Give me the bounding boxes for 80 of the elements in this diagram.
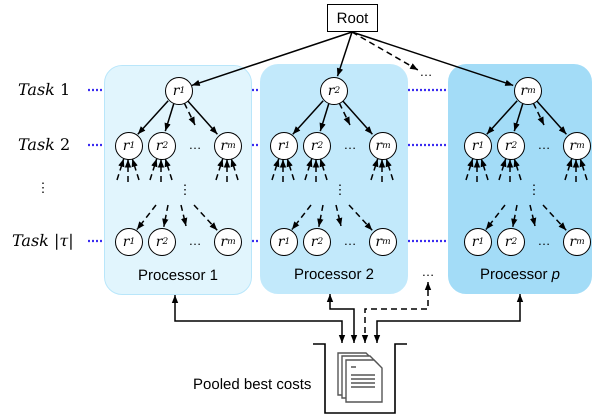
arrow	[564, 158, 572, 180]
arrow	[291, 204, 312, 230]
task-label: Task |τ|	[12, 232, 74, 250]
arrow	[386, 158, 394, 180]
arrow	[124, 160, 132, 182]
arrow	[116, 158, 124, 180]
ellipsis-text: …	[344, 233, 356, 249]
arrow	[286, 158, 295, 180]
processor-panel	[104, 65, 252, 295]
arrow	[164, 158, 173, 180]
arrow	[506, 160, 514, 182]
arrow	[378, 160, 386, 182]
arrow	[280, 160, 286, 182]
processor-panel	[260, 64, 408, 294]
arrow	[498, 158, 506, 180]
arrow	[312, 160, 320, 182]
arrow	[342, 100, 373, 135]
ellipsis-text: …	[538, 137, 550, 153]
arrow	[192, 31, 352, 86]
arrow	[132, 158, 140, 180]
arrow	[320, 158, 328, 180]
ellipsis-text: …	[418, 64, 434, 82]
arrow	[137, 100, 169, 135]
arrow	[162, 204, 169, 227]
arrow	[486, 100, 518, 135]
arrow	[514, 104, 524, 132]
arrow	[532, 102, 545, 126]
arrow	[215, 158, 224, 180]
arrow	[271, 158, 280, 180]
processor-label: Processor 1	[138, 267, 218, 285]
document-stack-drawing	[313, 343, 407, 414]
arrow	[480, 158, 489, 180]
arrow	[230, 158, 239, 180]
task-label: Task 1	[18, 81, 70, 99]
arrow	[338, 102, 351, 126]
arrow	[474, 160, 480, 182]
arrow	[485, 204, 506, 230]
arrow	[292, 100, 324, 135]
ellipsis-text: …	[538, 233, 550, 249]
ellipsis-text: ⋮	[334, 182, 346, 198]
ellipsis-text: …	[188, 233, 202, 249]
arrow	[580, 158, 588, 180]
arrow	[320, 104, 330, 132]
arrow	[172, 295, 346, 343]
ellipsis-text: …	[344, 137, 356, 153]
arrow	[542, 204, 567, 231]
arrow	[187, 100, 218, 135]
processor-panel	[448, 64, 592, 294]
arrow	[164, 104, 174, 132]
arrow	[224, 160, 230, 182]
arrow	[348, 204, 373, 231]
arrow	[370, 158, 378, 180]
ellipsis-text: ⋮	[528, 182, 540, 198]
ellipsis-text: ⋮	[36, 180, 50, 196]
arrow	[465, 158, 474, 180]
arrow	[536, 100, 567, 135]
arrow	[511, 204, 518, 227]
arrow	[572, 160, 580, 182]
ellipsis-text: …	[188, 137, 202, 153]
task-label: Task 2	[18, 136, 70, 154]
arrow	[336, 32, 353, 76]
arrow	[317, 204, 324, 227]
arrow	[136, 204, 157, 230]
arrow	[362, 282, 432, 343]
processor-label: Processor p	[480, 266, 560, 284]
arrow	[514, 158, 522, 180]
arrow	[304, 158, 312, 180]
arrow	[193, 204, 218, 231]
arrow	[149, 158, 158, 180]
arrow	[374, 294, 524, 343]
pool-label: Pooled best costs	[193, 376, 312, 394]
arrow	[352, 31, 514, 86]
root-box: Root	[327, 4, 378, 32]
processor-label: Processor 2	[294, 266, 374, 284]
arrow	[158, 160, 164, 182]
arrow	[352, 31, 418, 71]
arrow	[326, 294, 358, 343]
ellipsis-text: ⋮	[178, 182, 192, 198]
arrow	[184, 102, 196, 126]
ellipsis-text: …	[420, 264, 436, 282]
